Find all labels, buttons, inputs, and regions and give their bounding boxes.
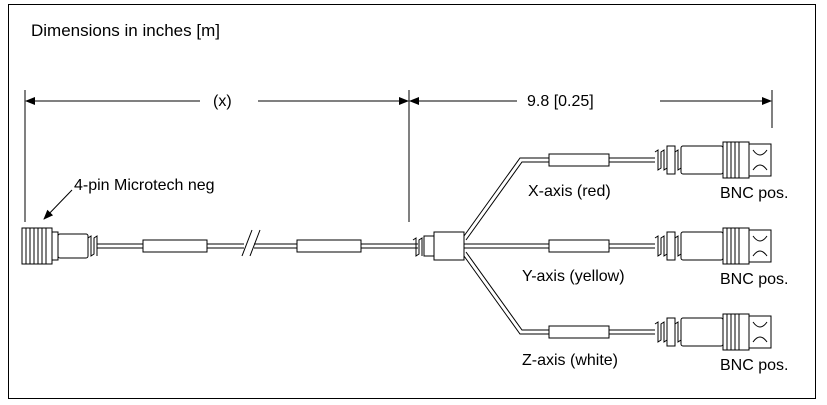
branch-sleeves xyxy=(548,153,610,339)
breakout-junction-icon xyxy=(412,231,465,261)
cable-break-icon xyxy=(241,229,261,257)
dimension-branch-label: 9.8 [0.25] xyxy=(527,93,594,110)
x-axis-label: X-axis (red) xyxy=(528,183,611,200)
dimension-x-label: (x) xyxy=(213,93,232,110)
heat-shrink-sleeves xyxy=(142,239,362,253)
diagram-frame xyxy=(8,4,816,399)
bnc-connector-icon xyxy=(654,141,772,179)
bnc-connector-icon xyxy=(654,227,772,265)
extension-lines xyxy=(24,90,773,222)
microtech-connector-icon xyxy=(21,227,98,265)
y-connector-label: BNC pos. xyxy=(720,271,789,288)
z-axis-label: Z-axis (white) xyxy=(522,352,619,369)
x-connector-label: BNC pos. xyxy=(720,185,789,202)
y-axis-label: Y-axis (yellow) xyxy=(522,268,625,285)
left-connector-label: 4-pin Microtech neg xyxy=(74,177,215,194)
bnc-connector-icon xyxy=(654,313,772,351)
leader-arrow xyxy=(43,189,73,220)
z-connector-label: BNC pos. xyxy=(720,357,789,374)
diagram-title: Dimensions in inches [m] xyxy=(31,21,220,40)
